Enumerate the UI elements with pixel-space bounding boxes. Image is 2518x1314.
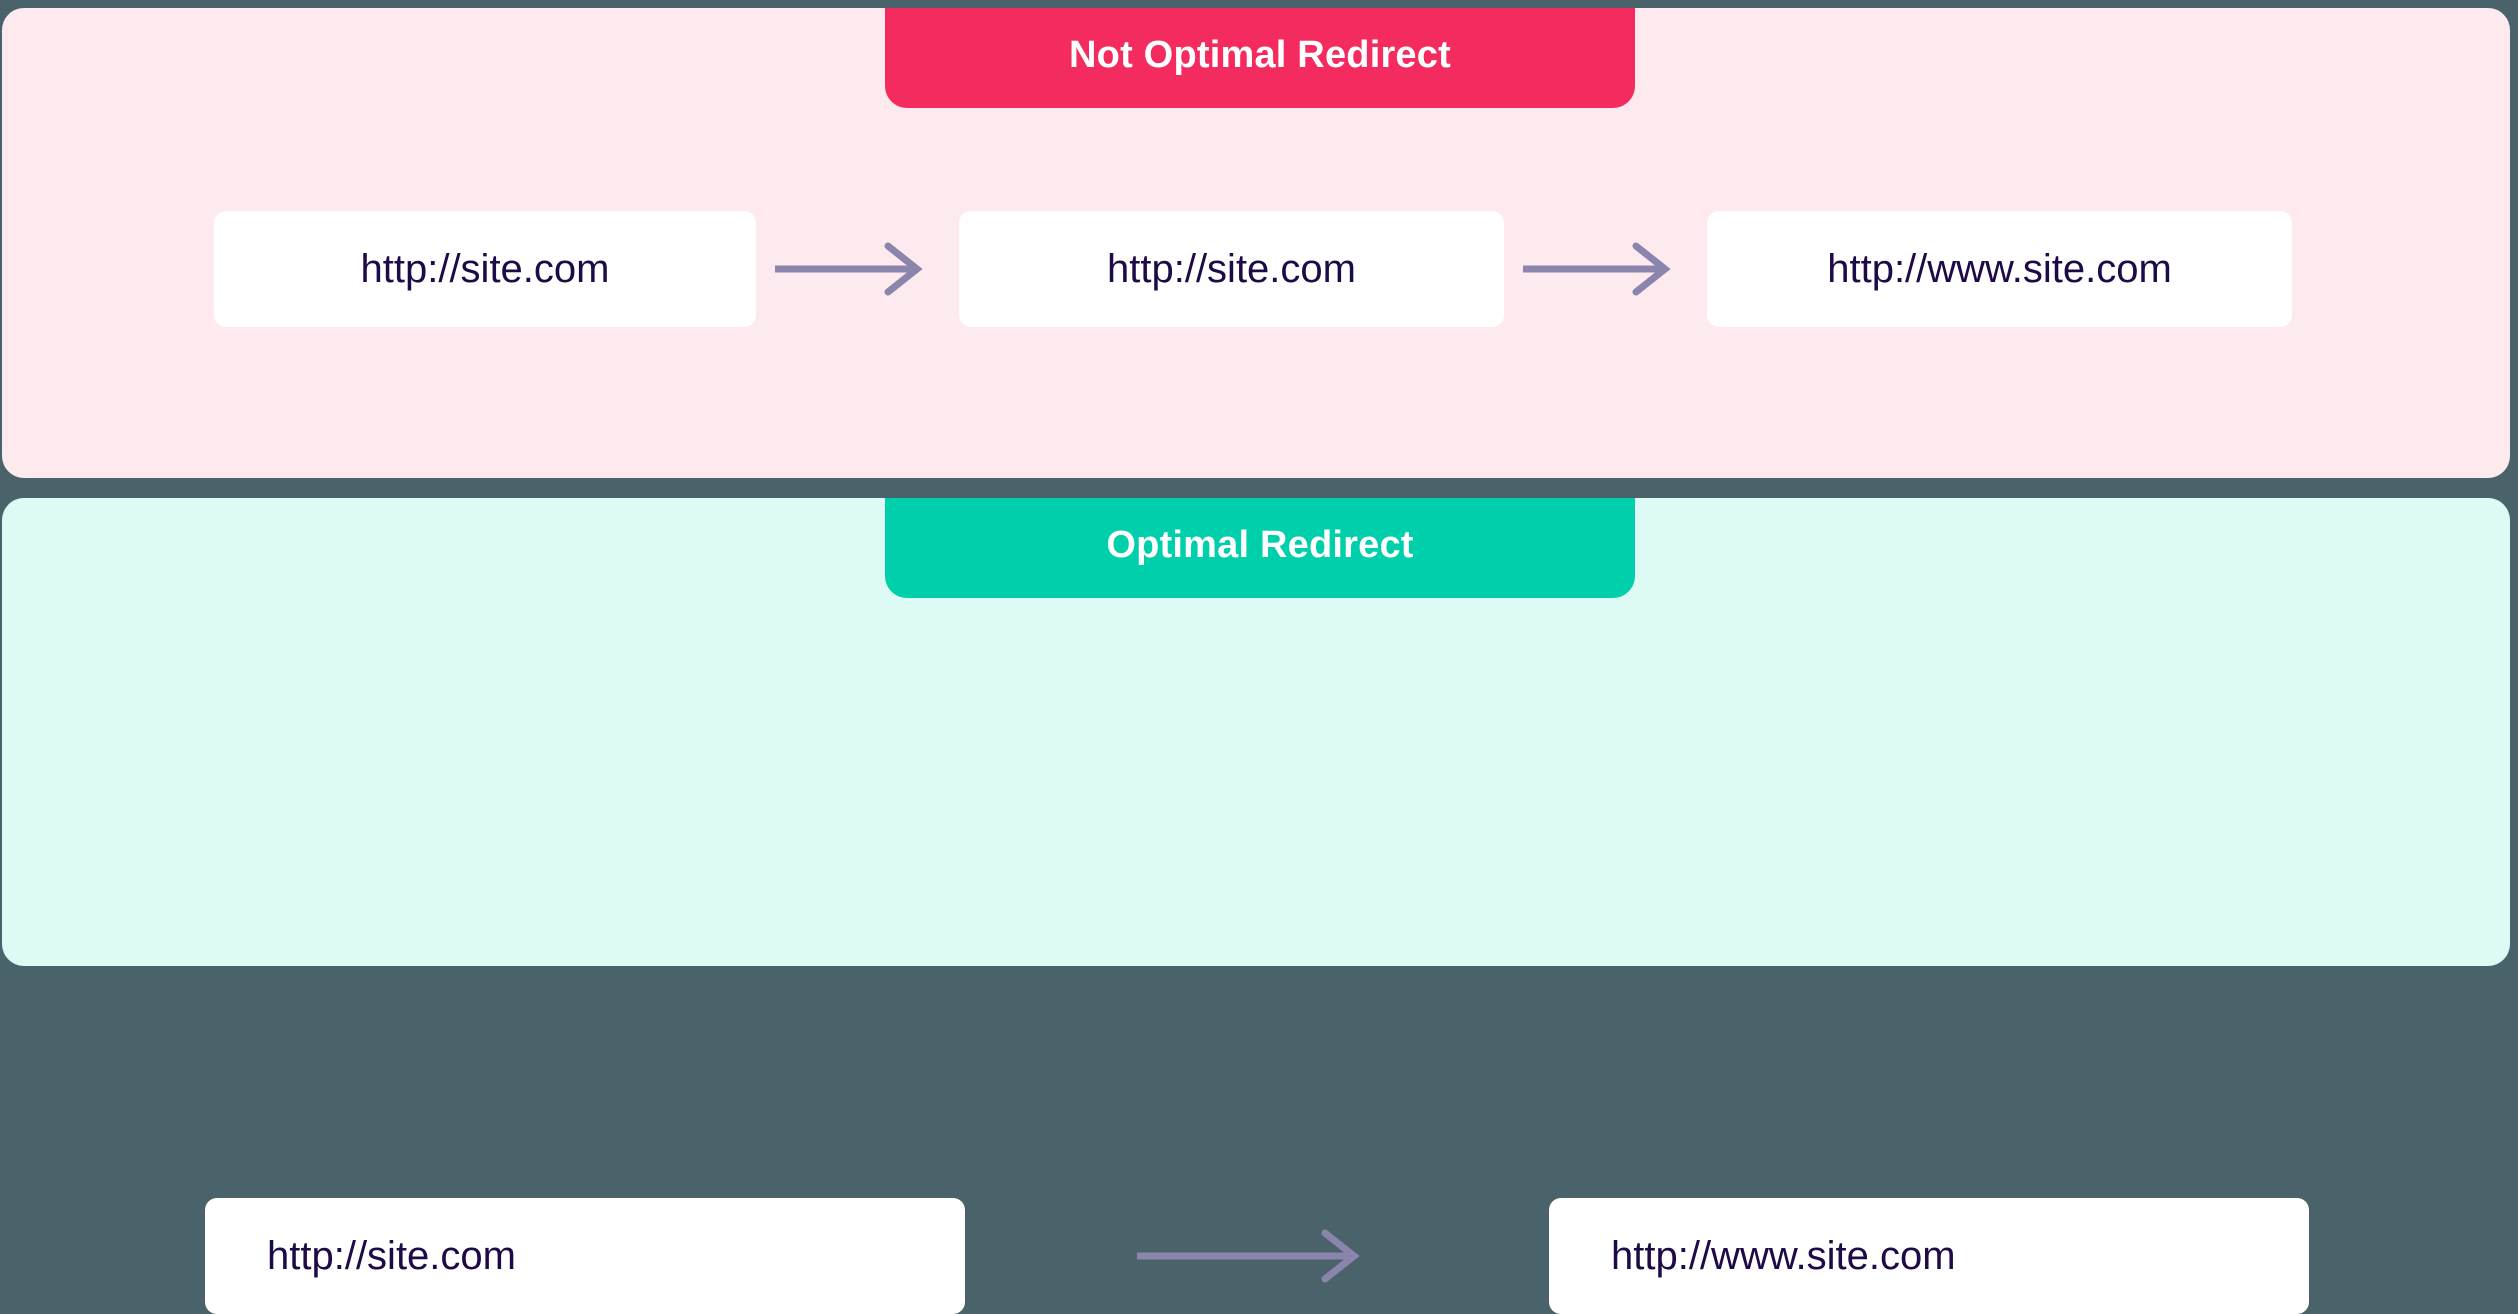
panel-optimal-clip: Optimal Redirect — [2, 498, 2510, 966]
url-node-origin: http://site.com — [205, 1198, 965, 1314]
url-node-label: http://site.com — [360, 246, 610, 291]
badge-optimal-redirect: Optimal Redirect — [885, 498, 1635, 598]
url-node-destination: http://www.site.com — [1707, 211, 2292, 327]
redirect-chain-optimal: http://site.com http://www.site.com — [205, 1198, 2309, 1314]
panel-optimal-redirect: Optimal Redirect http://site.com http://… — [2, 498, 2510, 1314]
url-node-label: http://www.site.com — [1827, 246, 2172, 291]
url-node-label: http://site.com — [267, 1233, 516, 1278]
arrow-right-icon — [965, 1198, 1549, 1314]
url-node-destination: http://www.site.com — [1549, 1198, 2309, 1314]
url-node-origin: http://site.com — [214, 211, 756, 327]
panel-not-optimal-clip: Not Optimal Redirect — [2, 8, 2510, 478]
redirect-chain-not-optimal: http://site.com http://site.com http://w… — [214, 211, 2308, 327]
url-node-intermediate: http://site.com — [959, 211, 1504, 327]
diagram-canvas: Not Optimal Redirect http://site.com htt… — [2, 8, 2510, 1314]
badge-not-optimal-redirect: Not Optimal Redirect — [885, 8, 1635, 108]
url-node-label: http://site.com — [1107, 246, 1356, 291]
arrow-right-icon — [1504, 211, 1707, 327]
panel-not-optimal-redirect: Not Optimal Redirect http://site.com htt… — [2, 8, 2510, 478]
arrow-right-icon — [756, 211, 959, 327]
url-node-label: http://www.site.com — [1611, 1233, 1956, 1278]
